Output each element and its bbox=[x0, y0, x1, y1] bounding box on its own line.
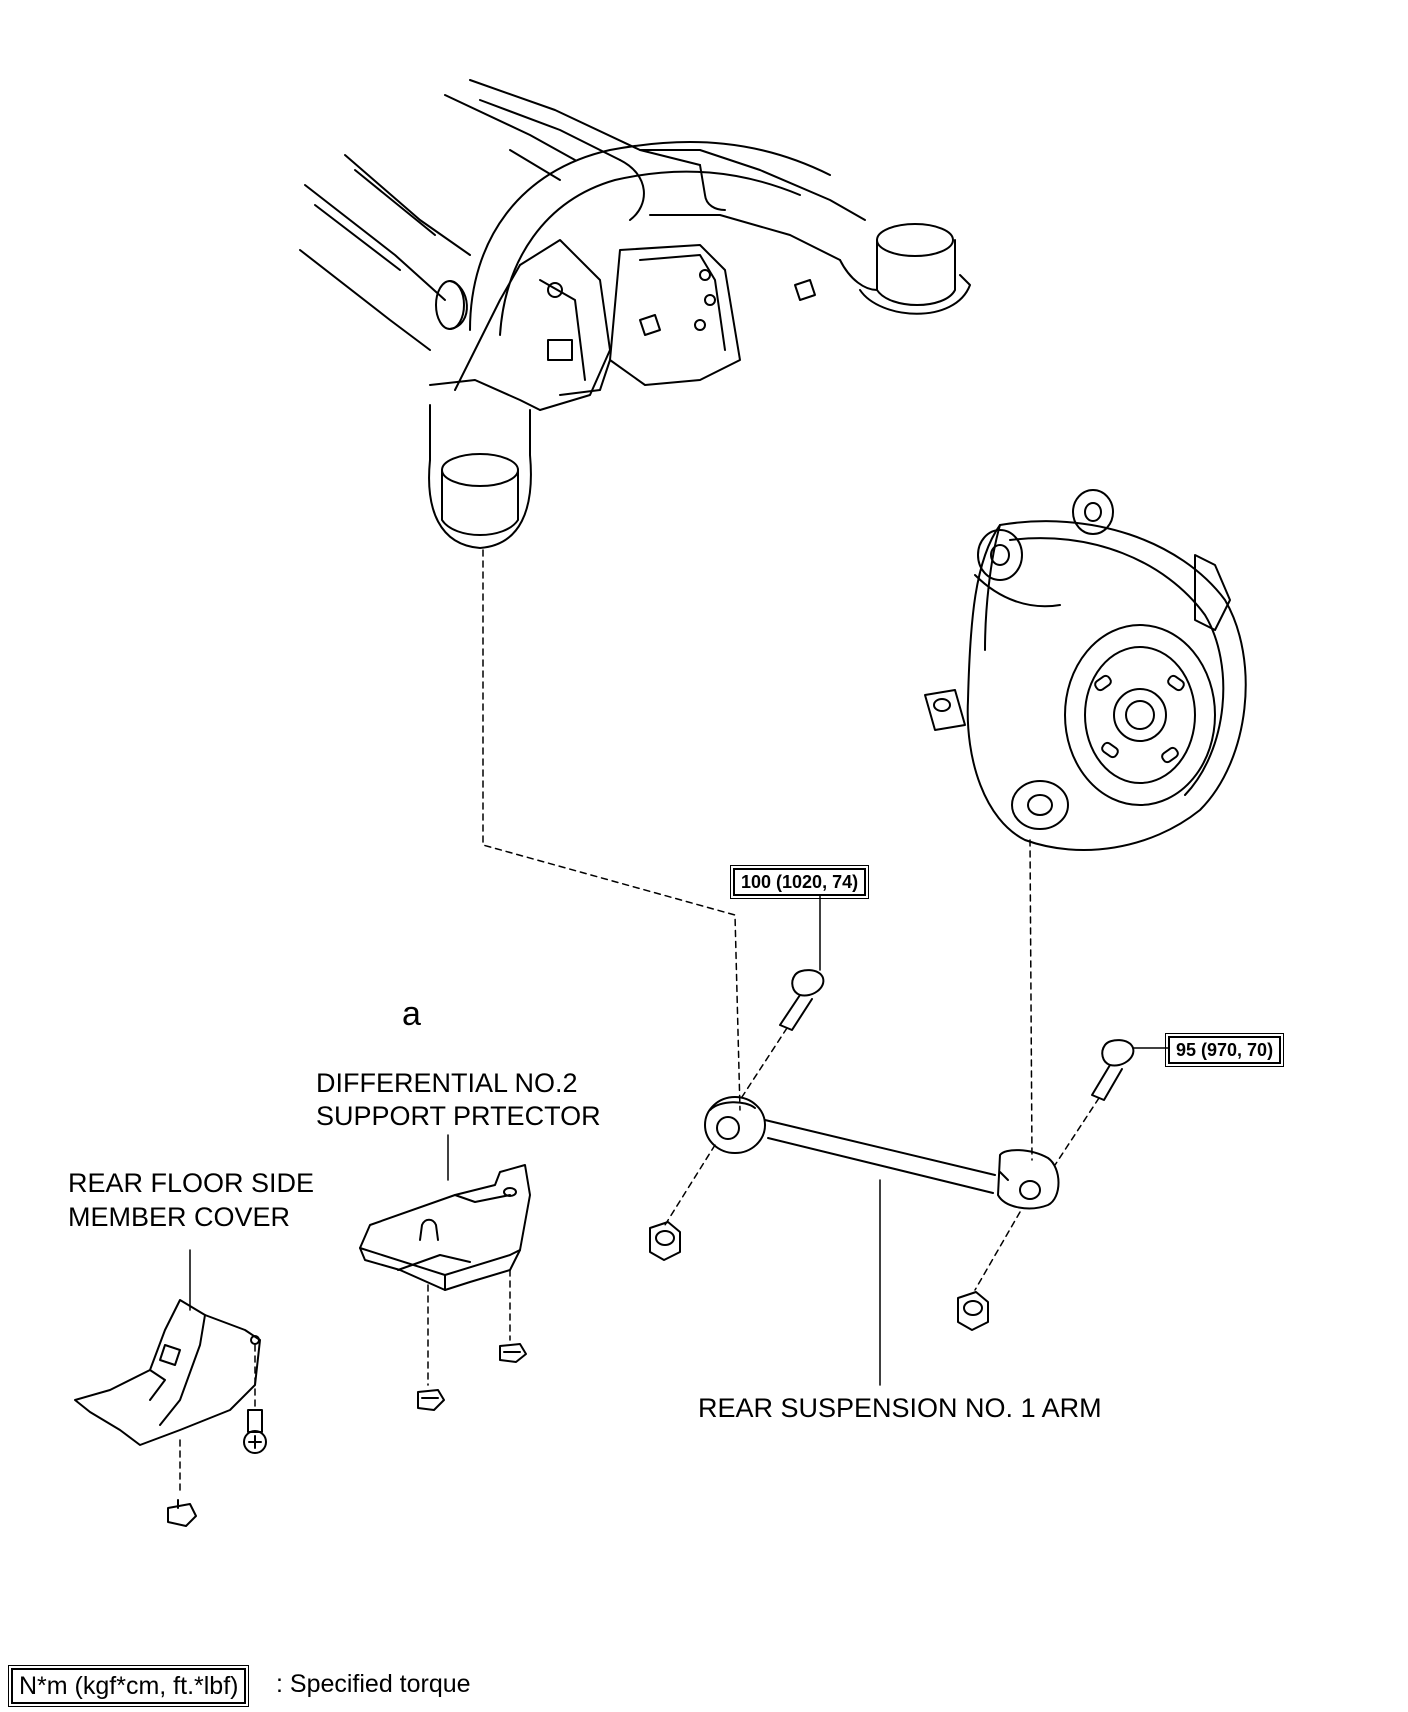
floor-cover-label-line2: MEMBER COVER bbox=[68, 1202, 291, 1232]
outer-nut-guide bbox=[974, 1211, 1021, 1291]
floor-clip bbox=[167, 1499, 197, 1527]
inner-bolt-guide bbox=[739, 1027, 788, 1101]
floor-side-member-cover bbox=[74, 1299, 261, 1446]
rear-axle-carrier bbox=[924, 489, 1247, 851]
rear-suspension-member bbox=[299, 79, 971, 549]
rear-suspension-arm bbox=[704, 1096, 1060, 1210]
callout-a: a bbox=[402, 995, 421, 1033]
outer-bolt bbox=[1091, 1039, 1135, 1101]
guide-line-subframe bbox=[482, 549, 741, 1111]
differential-support-protector bbox=[359, 1164, 531, 1291]
guide-line-carrier bbox=[1029, 839, 1033, 1161]
outer-bolt-torque-box: 95 (970, 70) bbox=[1164, 1033, 1285, 1067]
suspension-arm-label: REAR SUSPENSION NO. 1 ARM bbox=[698, 1393, 1102, 1423]
outer-bolt-guide bbox=[1054, 1097, 1100, 1166]
inner-bolt-torque-box: 100 (1020, 74) bbox=[729, 865, 870, 899]
differential-label-line1: DIFFERENTIAL NO.2 bbox=[316, 1068, 578, 1098]
inner-bolt bbox=[779, 969, 825, 1031]
diff-clip-1 bbox=[417, 1389, 445, 1411]
inner-nut bbox=[649, 1221, 681, 1261]
diff-clip-2 bbox=[499, 1343, 527, 1363]
outer-nut bbox=[957, 1291, 989, 1331]
inner-nut-guide bbox=[664, 1144, 716, 1226]
legend-unit-box: N*m (kgf*cm, ft.*lbf) bbox=[7, 1665, 250, 1707]
floor-cover-label-line1: REAR FLOOR SIDE bbox=[68, 1168, 315, 1198]
floor-screw bbox=[243, 1409, 267, 1454]
legend-description: : Specified torque bbox=[276, 1670, 471, 1698]
differential-label-line2: SUPPORT PRTECTOR bbox=[316, 1101, 601, 1131]
